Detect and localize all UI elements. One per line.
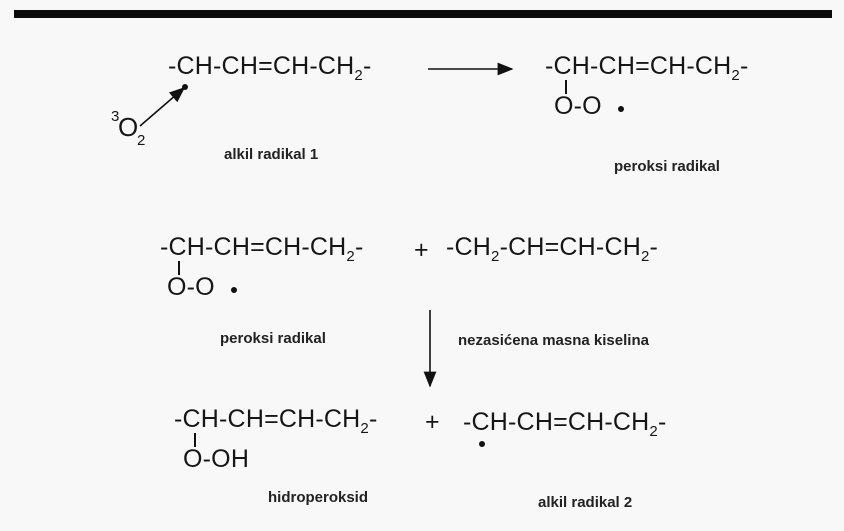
radical-dot bbox=[618, 106, 624, 112]
bond-line bbox=[178, 261, 180, 275]
radical-dot bbox=[479, 441, 485, 447]
peroxy-radical-reactant-formula: -CH-CH=CH-CH bbox=[160, 233, 347, 261]
hydroperoxide-label: hidroperoksid bbox=[268, 489, 369, 506]
peroxy-radical-reactant-subscript: 2 bbox=[346, 248, 355, 265]
alkyl-radical-2-formula: -CH-CH=CH-CH bbox=[463, 408, 650, 436]
peroxy-radical-reactant-tail: - bbox=[354, 233, 364, 261]
peroxy-radical-formula: -CH-CH=CH-CH bbox=[545, 52, 732, 80]
alkyl-radical-2-tail: - bbox=[657, 408, 667, 436]
oxygen-superscript: 3 bbox=[111, 108, 120, 125]
peroxy-radical-label: peroksi radikal bbox=[614, 158, 720, 175]
plus-sign: + bbox=[414, 236, 429, 264]
bond-line bbox=[194, 433, 196, 447]
peroxy-radical-subscript: 2 bbox=[731, 67, 740, 84]
peroxy-radical-reactant-label: peroksi radikal bbox=[220, 330, 326, 347]
radical-dot bbox=[182, 84, 188, 90]
fatty-acid-formula-start: -CH bbox=[446, 233, 492, 261]
peroxy-radical-reactant-substituent: O-O bbox=[167, 273, 215, 301]
plus-sign-2: + bbox=[425, 408, 440, 436]
oxygen-attack-arrow bbox=[139, 86, 186, 127]
peroxy-radical-tail: - bbox=[739, 52, 749, 80]
oxygen-subscript: 2 bbox=[137, 132, 146, 149]
fatty-acid-subscript-1: 2 bbox=[491, 248, 500, 265]
alkyl-radical-1-label: alkil radikal 1 bbox=[224, 146, 319, 163]
peroxy-radical-substituent: O-O bbox=[554, 92, 602, 120]
oxygen-symbol: O bbox=[118, 112, 139, 142]
fatty-acid-label: nezasićena masna kiselina bbox=[458, 332, 649, 349]
alkyl-radical-1-subscript: 2 bbox=[354, 67, 363, 84]
hydroperoxide-substituent: O-OH bbox=[183, 445, 250, 473]
hydroperoxide-subscript: 2 bbox=[360, 420, 369, 437]
fatty-acid-formula-mid: -CH=CH-CH bbox=[499, 233, 641, 261]
fatty-acid-subscript-2: 2 bbox=[640, 248, 650, 265]
hydroperoxide-tail: - bbox=[368, 405, 378, 433]
alkyl-radical-2-label: alkil radikal 2 bbox=[538, 494, 633, 511]
alkyl-radical-1-formula: -CH-CH=CH-CH bbox=[168, 52, 355, 80]
fatty-acid-tail: - bbox=[649, 233, 659, 261]
bond-line bbox=[565, 80, 567, 94]
alkyl-radical-1-tail: - bbox=[362, 52, 372, 80]
top-rule bbox=[14, 10, 832, 18]
hydroperoxide-formula: -CH-CH=CH-CH bbox=[174, 405, 361, 433]
alkyl-radical-2-subscript: 2 bbox=[649, 423, 658, 440]
radical-dot bbox=[231, 287, 237, 293]
